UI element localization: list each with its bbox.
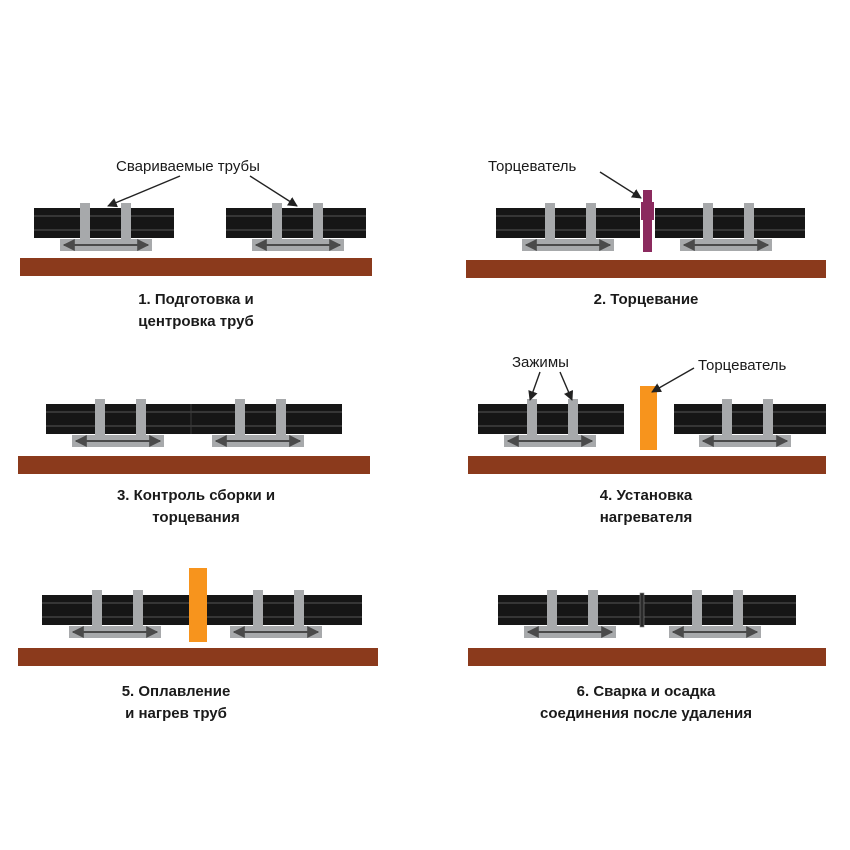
heater-plate — [640, 386, 657, 450]
caption-line: центровка труб — [138, 313, 254, 330]
caption-line: 2. Торцевание — [593, 291, 699, 308]
clamp — [272, 203, 282, 243]
caption-line: соединения после удаления — [540, 705, 752, 722]
clamp — [733, 590, 743, 630]
caption-line: торцевания — [152, 509, 240, 526]
clamp — [92, 590, 102, 630]
clamp — [586, 203, 596, 243]
leader-line — [249, 175, 298, 207]
leader-line — [599, 171, 642, 199]
clamp — [95, 399, 105, 439]
panel-4 — [468, 367, 826, 474]
clamp — [547, 590, 557, 630]
clamp — [253, 590, 263, 630]
leader-line — [651, 367, 695, 393]
caption-line: 4. Установка — [599, 487, 693, 504]
clamp — [763, 399, 773, 439]
pipe — [34, 208, 174, 238]
pipe — [496, 208, 640, 238]
clamp — [588, 590, 598, 630]
pipe — [206, 595, 362, 625]
pipe — [42, 595, 190, 625]
panel-2 — [466, 171, 826, 278]
base-plate — [18, 456, 370, 474]
caption-line: и нагрев труб — [125, 705, 227, 722]
pipe — [46, 404, 342, 434]
panel-6 — [468, 590, 826, 666]
pipe — [674, 404, 826, 434]
clamp — [276, 399, 286, 439]
caption-step-5: 5. Оплавление и нагрев труб — [36, 681, 316, 725]
label-facer-2: Торцеватель — [698, 357, 787, 374]
pipe — [498, 595, 796, 625]
panel-1 — [20, 175, 372, 276]
heater-plate — [189, 568, 207, 642]
base-plate — [20, 258, 372, 276]
clamp — [703, 203, 713, 243]
caption-step-2: 2. Торцевание — [506, 289, 786, 311]
clamp — [527, 399, 537, 439]
clamp — [692, 590, 702, 630]
clamp — [294, 590, 304, 630]
clamp — [744, 203, 754, 243]
clamp — [136, 399, 146, 439]
clamp — [568, 399, 578, 439]
caption-step-3: 3. Контроль сборки и торцевания — [56, 485, 336, 529]
caption-step-1: 1. Подготовка и центровка труб — [56, 289, 336, 333]
pipe — [478, 404, 624, 434]
leader-line — [559, 371, 574, 401]
pipe — [226, 208, 366, 238]
base-plate — [18, 648, 378, 666]
base-plate — [466, 260, 826, 278]
weld-bead — [639, 592, 645, 628]
pipe — [655, 208, 805, 238]
base-plate — [468, 648, 826, 666]
base-plate — [468, 456, 826, 474]
caption-step-4: 4. Установка нагревателя — [506, 485, 786, 529]
caption-line: 3. Контроль сборки и — [116, 487, 276, 504]
clamp — [722, 399, 732, 439]
leader-line — [107, 175, 181, 208]
caption-step-6: 6. Сварка и осадка соединения после удал… — [496, 681, 796, 725]
leader-line — [528, 371, 541, 401]
clamp — [545, 203, 555, 243]
panel-5 — [18, 568, 378, 666]
clamp — [121, 203, 131, 243]
caption-line: 1. Подготовка и — [138, 291, 254, 308]
clamp — [80, 203, 90, 243]
caption-line: 5. Оплавление — [121, 683, 231, 700]
panel-3 — [18, 399, 370, 474]
facer-tool — [643, 190, 652, 252]
caption-line: нагревателя — [599, 509, 693, 526]
label-clamps: Зажимы — [512, 354, 569, 371]
clamp — [133, 590, 143, 630]
clamp — [235, 399, 245, 439]
label-facer: Торцеватель — [488, 158, 577, 175]
caption-line: 6. Сварка и осадка — [576, 683, 716, 700]
clamp — [313, 203, 323, 243]
label-welded-pipes: Свариваемые трубы — [116, 158, 260, 175]
